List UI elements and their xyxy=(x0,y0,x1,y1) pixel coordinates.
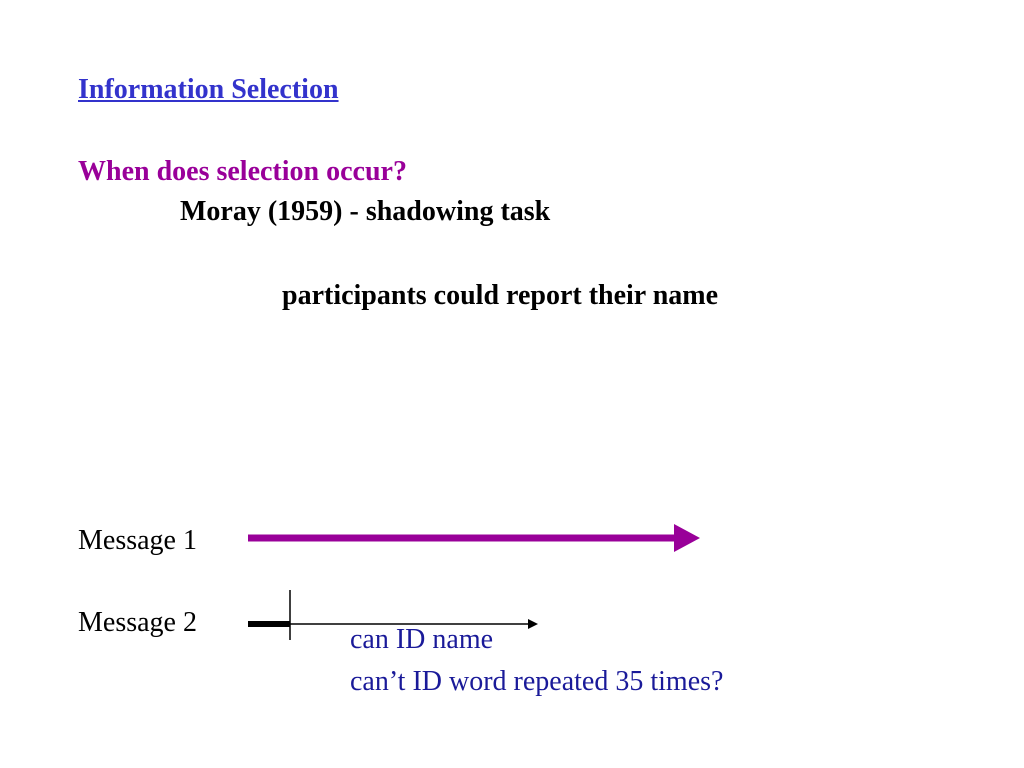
study-reference: Moray (1959) - shadowing task xyxy=(180,196,551,227)
message-2-arrowhead xyxy=(528,619,538,629)
study-finding: participants could report their name xyxy=(282,280,719,311)
note-cant-id-word: can’t ID word repeated 35 times? xyxy=(350,666,724,697)
message-1-arrowhead xyxy=(674,524,700,552)
message-1-label: Message 1 xyxy=(78,525,197,556)
slide-title: Information Selection xyxy=(78,74,339,105)
question-heading: When does selection occur? xyxy=(78,156,407,187)
note-can-id-name: can ID name xyxy=(350,624,494,655)
message-2-label: Message 2 xyxy=(78,607,197,638)
